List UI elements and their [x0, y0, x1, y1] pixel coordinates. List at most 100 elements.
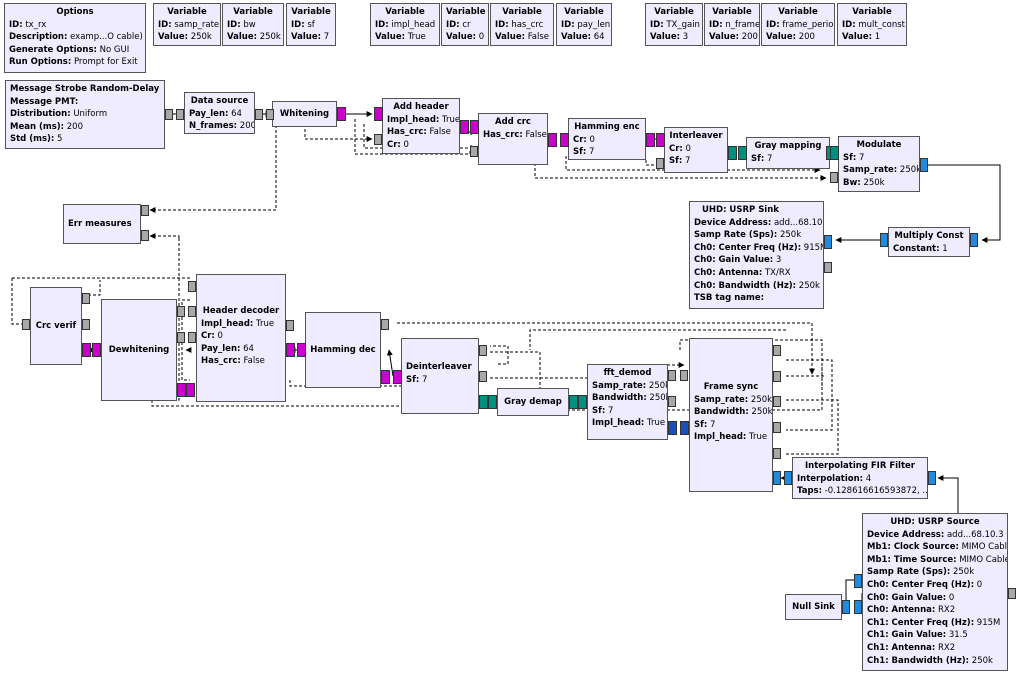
gray-demap-block[interactable]: Gray demap [497, 388, 569, 416]
framesync-msg-in-port[interactable] [680, 370, 688, 381]
crcverif-in-port[interactable] [82, 343, 91, 357]
headerdec-out-port[interactable] [186, 383, 195, 397]
deinterleaver-msg1-port[interactable] [479, 345, 487, 356]
graydemap-in-port[interactable] [569, 395, 578, 409]
modulate-in-msg-port[interactable] [830, 172, 838, 183]
usrpsource-out1-port[interactable] [854, 600, 862, 614]
whitening-out-port[interactable] [337, 107, 346, 121]
modulate-in-port[interactable] [830, 146, 839, 160]
fftdemod-in-port[interactable] [668, 421, 677, 435]
headerdec-r-msg-port[interactable] [286, 320, 294, 331]
dewhitening-msg-port[interactable] [177, 306, 185, 317]
crc-verif-block[interactable]: Crc verif [30, 287, 82, 365]
deinterleaver-in-port[interactable] [479, 395, 488, 409]
hammingenc-in-port[interactable] [560, 133, 569, 147]
interpolating-fir-block[interactable]: Interpolating FIR Filter Interpolation: … [792, 457, 928, 499]
graymapping-in-port[interactable] [738, 146, 747, 160]
framesync-msg1-port[interactable] [773, 345, 781, 356]
interleaver-in-port[interactable] [656, 133, 665, 147]
variable-sf-block[interactable]: Variable ID: sf Value: 7 [286, 3, 336, 46]
framesync-out-port[interactable] [680, 421, 689, 435]
fir-out-port[interactable] [784, 471, 792, 485]
interleaver-out-port[interactable] [728, 146, 737, 160]
whitening-in-port[interactable] [266, 109, 274, 120]
interleaver-block[interactable]: Interleaver Cr: 0 Sf: 7 [664, 127, 728, 173]
usrp-sink-block[interactable]: UHD: USRP Sink Device Address: add...68.… [689, 201, 824, 309]
addcrc-in-msg-port[interactable] [470, 146, 478, 157]
variable-impl-head-block[interactable]: Variable ID: impl_head Value: True [370, 3, 440, 46]
options-block[interactable]: Options ID: tx_rx Description: examp...O… [4, 3, 146, 73]
framesync-msg4-port[interactable] [773, 422, 781, 433]
gray-mapping-block[interactable]: Gray mapping Sf: 7 [746, 137, 830, 169]
usrpsink-in-port[interactable] [824, 235, 832, 249]
framesync-msg5-port[interactable] [773, 448, 781, 459]
deinterleaver-block[interactable]: Deinterleaver Sf: 7 [401, 338, 479, 414]
addheader-out-port[interactable] [460, 120, 469, 134]
errmeasures-in2-port[interactable] [141, 230, 149, 241]
variable-mult-const-block[interactable]: Variable ID: mult_const Value: 1 [837, 3, 907, 46]
variable-tx-gain-block[interactable]: Variable ID: TX_gain Value: 3 [645, 3, 703, 46]
variable-has-crc-block[interactable]: Variable ID: has_crc Value: False [490, 3, 554, 46]
fir-in-port[interactable] [928, 471, 936, 485]
frame-sync-block[interactable]: Frame sync Samp_rate: 250k Bandwidth: 25… [689, 338, 773, 492]
variable-bw-block[interactable]: Variable ID: bw Value: 250k [222, 3, 284, 46]
framesync-msg2-port[interactable] [773, 371, 781, 382]
usrpsource-out0-port[interactable] [854, 574, 862, 588]
deinterleaver-out-port[interactable] [393, 370, 402, 384]
framesync-in-port[interactable] [773, 471, 781, 485]
hammingenc-out-port[interactable] [646, 133, 655, 147]
crcverif-in-msg-port[interactable] [22, 319, 30, 330]
addheader-in-msg-port[interactable] [374, 134, 382, 145]
framesync-msg3-port[interactable] [773, 396, 781, 407]
hamming-dec-block[interactable]: Hamming dec [305, 312, 381, 388]
crcverif-out1-port[interactable] [82, 293, 90, 304]
modulate-out-port[interactable] [920, 158, 928, 172]
fftdemod-msg2-port[interactable] [668, 396, 676, 407]
dewhitening-out-port[interactable] [92, 343, 101, 357]
multiply-in-port[interactable] [970, 233, 978, 247]
headerdec-msg3-port[interactable] [188, 332, 196, 343]
variable-n-frame-block[interactable]: Variable ID: n_frame Value: 200 [704, 3, 760, 46]
variable-frame-period-block[interactable]: Variable ID: frame_period Value: 200 [761, 3, 835, 46]
multiply-out-port[interactable] [880, 233, 888, 247]
modulate-block[interactable]: Modulate Sf: 7 Samp_rate: 250k Bw: 250k [838, 136, 920, 192]
addheader-in-port[interactable] [374, 107, 383, 121]
add-header-block[interactable]: Add header Impl_head: True Has_crc: Fals… [382, 98, 460, 154]
hammingdec-out-port[interactable] [297, 343, 306, 357]
nullsink-in-port[interactable] [842, 600, 850, 614]
hamming-enc-block[interactable]: Hamming enc Cr: 0 Sf: 7 [568, 118, 646, 160]
datasource-out-port[interactable] [255, 109, 263, 120]
strobe-out-port[interactable] [165, 109, 173, 120]
usrpsink-msg-port[interactable] [824, 262, 832, 273]
whitening-block[interactable]: Whitening [272, 101, 337, 127]
graydemap-out-port[interactable] [488, 395, 497, 409]
fft-demod-block[interactable]: fft_demod Samp_rate: 250k Bandwidth: 250… [587, 364, 668, 440]
data-source-block[interactable]: Data source Pay_len: 64 N_frames: 200 [184, 92, 255, 134]
headerdec-msg2-port[interactable] [188, 306, 196, 317]
null-sink-block[interactable]: Null Sink [785, 594, 842, 620]
headerdec-in-port[interactable] [286, 343, 295, 357]
interleaver-in-msg-port[interactable] [656, 158, 664, 169]
multiply-const-block[interactable]: Multiply Const Constant: 1 [888, 227, 970, 257]
message-strobe-block[interactable]: Message Strobe Random-Delay Message PMT:… [5, 80, 165, 149]
hammingdec-in-port[interactable] [381, 370, 390, 384]
fftdemod-msg1-port[interactable] [668, 370, 676, 381]
dewhitening-msg2-port[interactable] [177, 332, 185, 343]
variable-samp-rate-block[interactable]: Variable ID: samp_rate Value: 250k [153, 3, 221, 46]
fftdemod-out-port[interactable] [578, 395, 587, 409]
err-measures-block[interactable]: Err measures [63, 204, 141, 244]
variable-cr-block[interactable]: Variable ID: cr Value: 0 [441, 3, 489, 46]
headerdec-msg1-port[interactable] [188, 281, 196, 292]
usrpsource-msg-port[interactable] [1008, 588, 1016, 599]
usrp-source-block[interactable]: UHD: USRP Source Device Address: add...6… [862, 513, 1008, 671]
hammingdec-msg-port[interactable] [381, 319, 389, 330]
addcrc-in-port[interactable] [470, 120, 479, 134]
header-decoder-block[interactable]: Header decoder Impl_head: True Cr: 0 Pay… [196, 274, 286, 402]
datasource-in-port[interactable] [176, 109, 184, 120]
crcverif-out2-port[interactable] [82, 319, 90, 330]
dewhitening-in-port[interactable] [177, 383, 186, 397]
errmeasures-in1-port[interactable] [141, 205, 149, 216]
deinterleaver-msg2-port[interactable] [479, 371, 487, 382]
add-crc-block[interactable]: Add crc Has_crc: False [478, 113, 548, 165]
addcrc-out-port[interactable] [548, 133, 557, 147]
